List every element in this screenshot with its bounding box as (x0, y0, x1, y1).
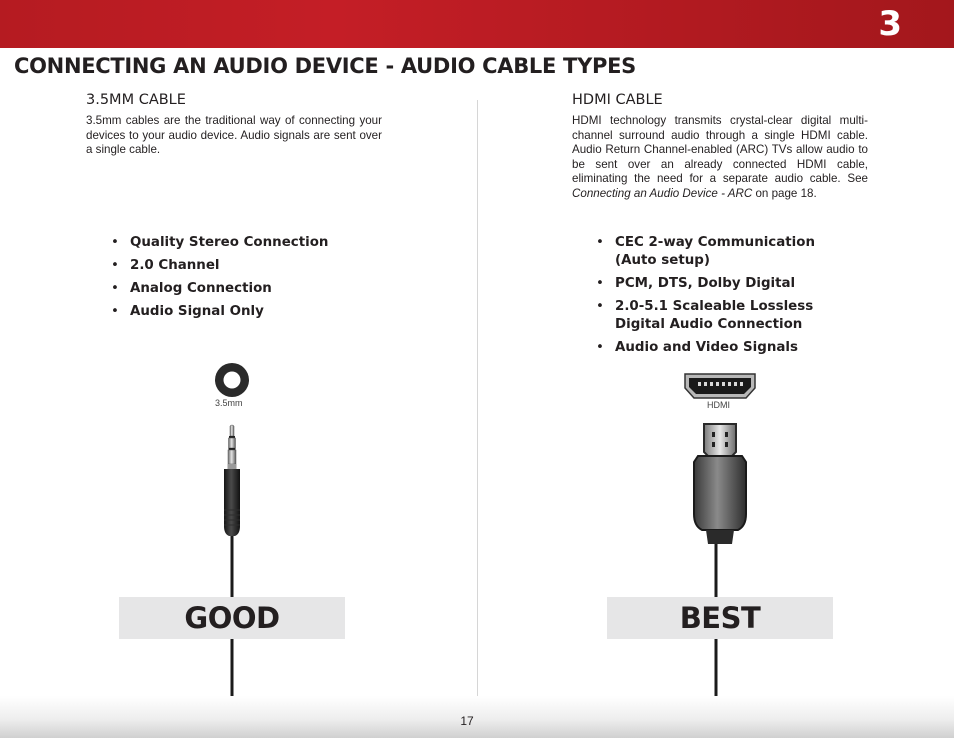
audio-jack-port-icon (215, 363, 249, 397)
list-item: • Analog Connection (111, 280, 371, 298)
list-item: • 2.0 Channel (111, 257, 371, 275)
bullet: • (111, 304, 119, 319)
list-item: • Audio Signal Only (111, 303, 371, 321)
bullet: • (596, 235, 604, 250)
bullet: • (111, 281, 119, 296)
bullet: • (596, 340, 604, 355)
section-heading-hdmi: HDMI CABLE (572, 92, 663, 108)
section-hdmi-cable: HDMI CABLE HDMI technology transmits cry… (572, 92, 868, 201)
hdmi-description-tail: on page 18. (752, 186, 817, 200)
list-item: • CEC 2-way Communication (Auto setup) (596, 234, 856, 270)
section-description-3-5mm: 3.5mm cables are the traditional way of … (86, 114, 382, 156)
list-item: • PCM, DTS, Dolby Digital (596, 275, 856, 293)
section-3-5mm-cable: 3.5MM CABLE 3.5mm cables are the traditi… (86, 92, 382, 158)
hdmi-plug-icon (693, 423, 747, 706)
rating-best: BEST (607, 597, 833, 639)
feature-label: 2.0 Channel (130, 258, 220, 273)
feature-label: Quality Stereo Connection (130, 235, 329, 250)
bullet: • (111, 235, 119, 250)
page-title: CONNECTING AN AUDIO DEVICE - AUDIO CABLE… (14, 54, 636, 78)
arc-link[interactable]: Connecting an Audio Device - ARC (572, 186, 753, 200)
rating-good: GOOD (119, 597, 345, 639)
list-item: • 2.0-5.1 Scaleable Lossless Digital Audi… (596, 298, 856, 334)
footer-bar (0, 696, 954, 738)
port-label-3-5mm: 3.5mm (215, 398, 243, 408)
list-item: • Quality Stereo Connection (111, 234, 371, 252)
chapter-number: 3 (878, 4, 902, 44)
audio-plug-icon (224, 424, 240, 706)
feature-label: CEC 2-way Communication (Auto setup) (615, 235, 816, 268)
port-label-hdmi: HDMI (707, 400, 730, 410)
feature-label: Analog Connection (130, 281, 272, 296)
feature-list-3-5mm: •Quality Stereo Connection •2.0 Channel … (111, 234, 371, 326)
bullet: • (111, 258, 119, 273)
section-heading-3-5mm: 3.5MM CABLE (86, 92, 186, 108)
hdmi-port-icon (684, 373, 756, 399)
section-description-hdmi: HDMI technology transmits crystal-clear … (572, 114, 868, 201)
hdmi-description-text: HDMI technology transmits crystal-clear … (572, 114, 868, 185)
page-number: 17 (460, 714, 474, 728)
feature-label: 2.0-5.1 Scaleable Lossless Digital Audio… (615, 299, 814, 332)
feature-label: Audio and Video Signals (615, 340, 798, 355)
bullet: • (596, 299, 604, 314)
bullet: • (596, 276, 604, 291)
feature-list-hdmi: • CEC 2-way Communication (Auto setup) • P… (596, 234, 856, 362)
list-item: • Audio and Video Signals (596, 339, 856, 357)
feature-label: PCM, DTS, Dolby Digital (615, 276, 796, 291)
column-divider (477, 100, 478, 696)
header-bar: 3 (0, 0, 954, 48)
feature-label: Audio Signal Only (130, 304, 264, 319)
